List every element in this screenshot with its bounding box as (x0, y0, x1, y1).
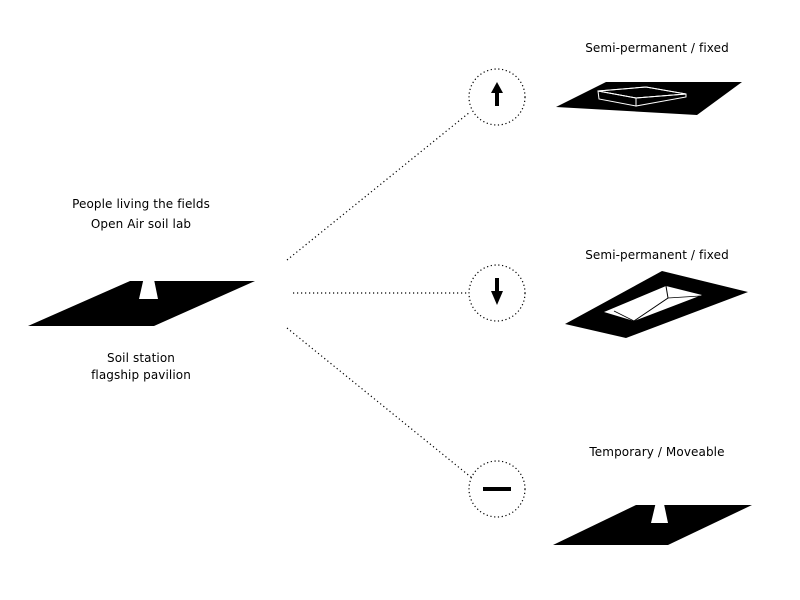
option-2-symbol (468, 264, 526, 322)
connectors (286, 111, 473, 479)
main-ground-plane (28, 281, 255, 326)
main-label-flagship-pavilion: flagship pavilion (91, 368, 191, 382)
arrow-down-icon (491, 278, 503, 305)
option-1-label: Semi-permanent / fixed (585, 41, 729, 55)
main-label-open-air-lab: Open Air soil lab (90, 217, 192, 231)
arrow-up-icon (491, 82, 503, 106)
main-label-soil-station: Soil station (107, 351, 175, 365)
option-3-circle (468, 460, 526, 518)
main-cone-icon (139, 255, 158, 299)
main-label-people-living: People living the fields (72, 197, 210, 211)
pit-icon (604, 285, 702, 322)
option-3-symbol (468, 460, 526, 518)
minus-icon (483, 487, 511, 491)
option-2-label: Semi-permanent / fixed (585, 248, 729, 262)
option-3-cone-icon (651, 485, 668, 523)
option-2-circle (468, 264, 526, 322)
main-soil-station (28, 255, 255, 326)
option-1-symbol (468, 68, 526, 126)
option-1-circle (468, 68, 526, 126)
connector-line-neutral (286, 327, 473, 479)
raised-box-icon (597, 86, 687, 107)
option-1-illustration (556, 82, 742, 115)
option-3-ground-plane (553, 505, 752, 545)
option-3-label: Temporary / Moveable (589, 445, 725, 459)
connector-line-up (286, 111, 471, 261)
option-2-illustration (565, 271, 748, 338)
option-3-illustration (553, 485, 752, 545)
